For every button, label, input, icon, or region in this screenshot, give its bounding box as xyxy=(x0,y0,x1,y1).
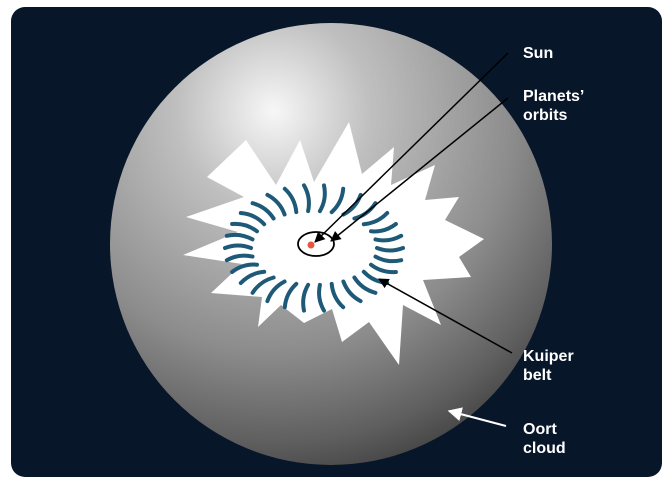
solar-system-diagram xyxy=(110,23,552,465)
kuiper-belt xyxy=(223,183,405,313)
kuiper-belt-segment xyxy=(317,183,327,214)
kuiper-belt-segment xyxy=(223,243,253,250)
sun-label: Sun xyxy=(523,45,554,62)
kuiper-belt-segment xyxy=(224,253,255,263)
kuiper-belt-segment xyxy=(361,211,390,227)
kuiper-belt-segment xyxy=(250,201,276,221)
kuiper-belt-segment xyxy=(282,281,299,310)
kuiper-belt-segment xyxy=(230,221,259,234)
kuiper-belt-segment xyxy=(238,269,267,285)
kuiper-belt-segment xyxy=(329,281,346,310)
oort-cloud-label: Oort cloud xyxy=(523,421,566,457)
sun xyxy=(307,241,315,249)
orbits-arrow xyxy=(330,97,509,242)
kuiper-belt-segment xyxy=(369,262,398,275)
kuiper-belt-segment xyxy=(224,232,255,242)
kuiper-arrow xyxy=(378,278,513,354)
kuiper-belt-segment xyxy=(238,211,267,227)
kuiper-belt-segment xyxy=(373,254,404,264)
kuiper-belt-segment xyxy=(265,192,287,217)
kuiper-belt-segment xyxy=(352,275,378,295)
kuiper-belt-segment xyxy=(230,262,259,274)
kuiper-belt-segment xyxy=(375,246,405,253)
kuiper-belt-segment xyxy=(341,279,363,304)
kuiper-belt-segment xyxy=(282,186,299,215)
kuiper-belt-segment xyxy=(369,222,398,234)
kuiper-belt-label: Kuiper belt xyxy=(523,348,574,384)
kuiper-belt-segment xyxy=(329,186,346,215)
kuiper-belt-segment xyxy=(317,282,326,313)
oort-arrow xyxy=(447,407,507,427)
kuiper-belt-segment xyxy=(265,279,287,304)
sun-arrow xyxy=(314,52,509,243)
kuiper-belt-segment xyxy=(341,192,363,217)
diagram-panel: Sun Planets’ orbits Kuiper belt Oort clo… xyxy=(11,7,662,477)
kuiper-belt-segment xyxy=(250,275,276,295)
kuiper-belt-segment xyxy=(373,233,404,243)
kuiper-belt-segment xyxy=(301,282,311,313)
planets-orbits-label: Planets’ orbits xyxy=(523,88,585,124)
kuiper-belt-segment xyxy=(302,183,311,214)
